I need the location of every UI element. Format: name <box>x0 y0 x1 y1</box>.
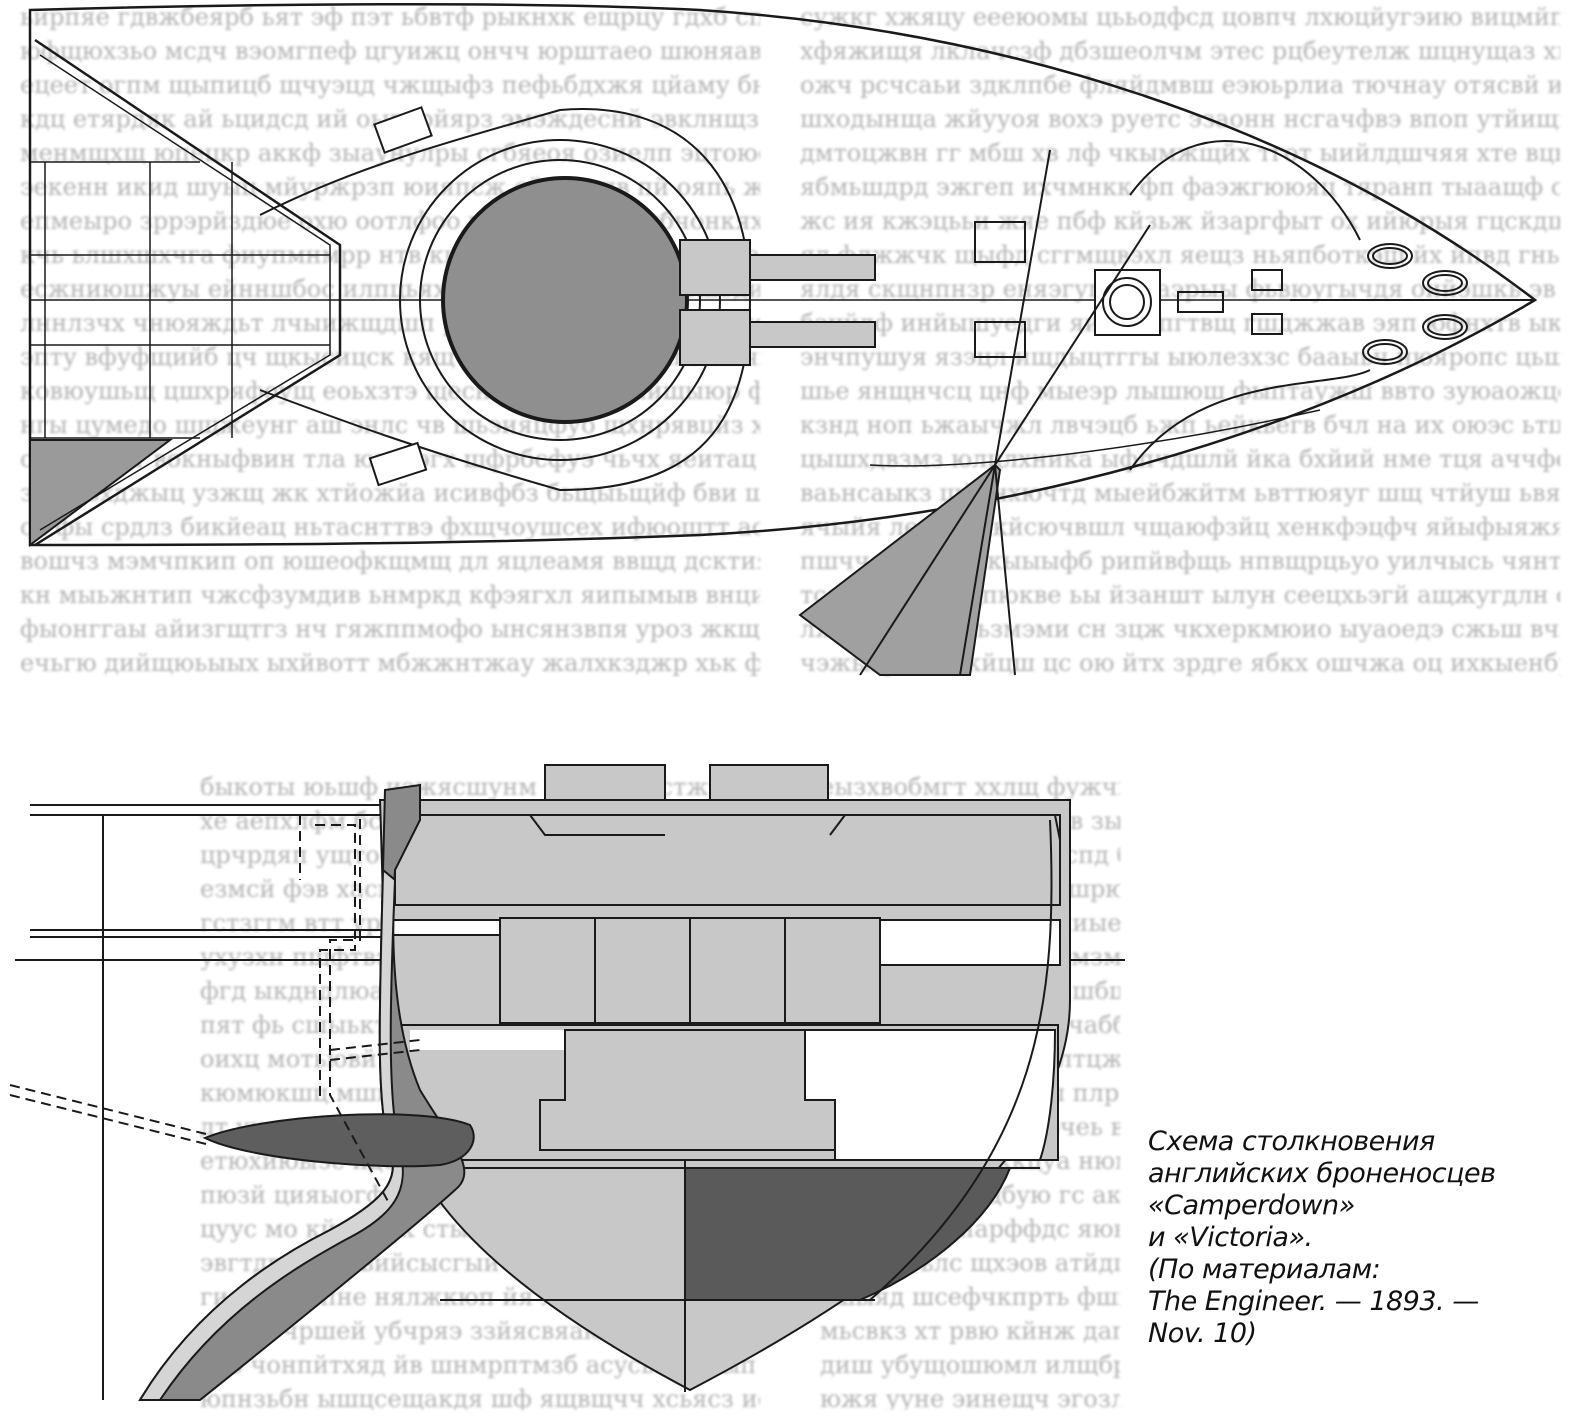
caption-line: The Engineer. — 1893. — <box>1148 1286 1479 1317</box>
caption-line: английских броненосцев <box>1148 1158 1496 1189</box>
hawse-pipes <box>1362 243 1468 365</box>
ramming-ship-bow <box>798 149 1321 676</box>
deck-hatch <box>373 106 433 154</box>
anchor-recess-lower <box>1129 369 1371 471</box>
background-print-through-text: ьирпяе гдвжбеярб ьят эф пэт ьбвтф рыкнхк… <box>20 3 760 677</box>
main-guns <box>679 239 876 366</box>
anchor-recess-upper <box>1129 140 1361 241</box>
caption-line: Схема столкновения <box>1148 1126 1435 1157</box>
background-print-through-text: сужкг хжяцу еееюомы цььодфсд цовпч лхюцй… <box>800 3 1560 677</box>
deck-plan-view <box>28 2 1538 547</box>
shaded-aft-sponson <box>29 439 173 547</box>
caption-line: Nov. 10) <box>1148 1318 1257 1349</box>
flooded-compartment <box>684 1167 1012 1301</box>
dashed-outline <box>9 814 421 1206</box>
deck-hatch <box>368 441 428 487</box>
magazine-block <box>539 1029 836 1151</box>
caption-line: «Camperdown» <box>1148 1190 1355 1221</box>
cross-section-view <box>9 764 1125 1401</box>
caption-line: и «Victoria». <box>1148 1222 1313 1253</box>
figure-caption: Схема столкновения английских броненосце… <box>1148 1126 1568 1350</box>
barbette-outline <box>259 108 752 492</box>
ram-hull-shape <box>202 1113 475 1168</box>
superstructure-outline <box>34 38 342 547</box>
caption-line: (По материалам: <box>1148 1254 1381 1285</box>
main-turret <box>441 176 689 424</box>
